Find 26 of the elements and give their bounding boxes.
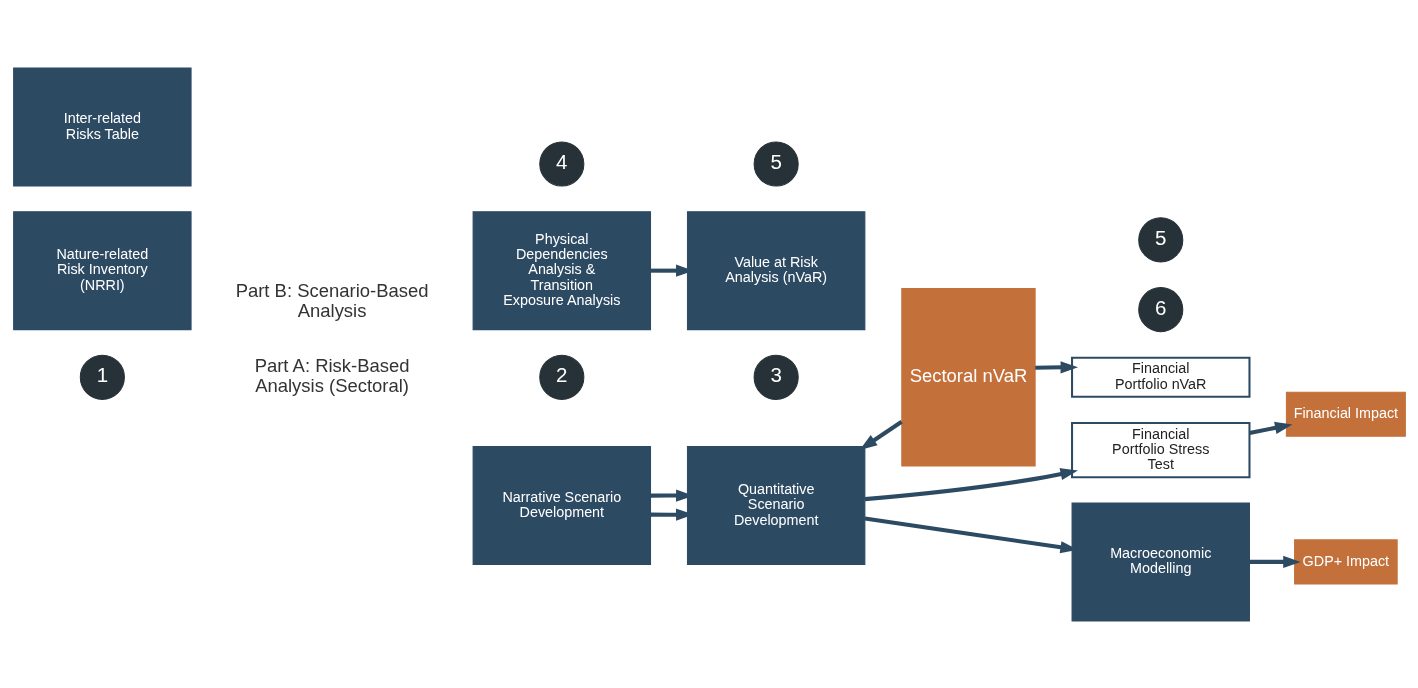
node-circle: 3 [753, 354, 799, 400]
arrow [864, 467, 1078, 501]
node-circle: 6 [1137, 286, 1183, 332]
node-circle: 4 [538, 140, 584, 187]
node-circle: 5 [753, 140, 799, 187]
node-box: Financial Impact [1285, 391, 1406, 437]
node-box: GDP+ Impact [1293, 538, 1398, 584]
arrow [859, 419, 903, 450]
node-box: Financial Portfolio nVaR [1070, 356, 1250, 398]
label: Part A: Risk-Based Analysis (Sectoral) [254, 354, 410, 396]
node-box: Narrative Scenario Development [472, 445, 651, 565]
node-box: Sectoral nVaR [900, 287, 1036, 467]
node-box: Macroeconomic Modelling [1071, 501, 1250, 621]
node-box: Quantitative Scenario Development [686, 445, 865, 565]
arrow [1249, 555, 1301, 568]
node-circle: 1 [79, 354, 125, 400]
node-box: Nature-related Risk Inventory (NRRI) [12, 210, 192, 330]
node-circle: 5 [1137, 216, 1183, 262]
arrow [1248, 421, 1292, 435]
node-circle: 2 [538, 354, 584, 400]
node-box: Inter-related Risks Table [12, 67, 192, 187]
node-box: Physical Dependencies Analysis & Transition Exposure Analysis [472, 210, 651, 330]
node-box: Financial Portfolio Stress Test [1070, 421, 1250, 478]
label: Part B: Scenario-Based Analysis [235, 279, 428, 321]
arrow [1034, 360, 1078, 373]
node-box: Value at Risk Analysis (nVaR) [686, 210, 865, 330]
